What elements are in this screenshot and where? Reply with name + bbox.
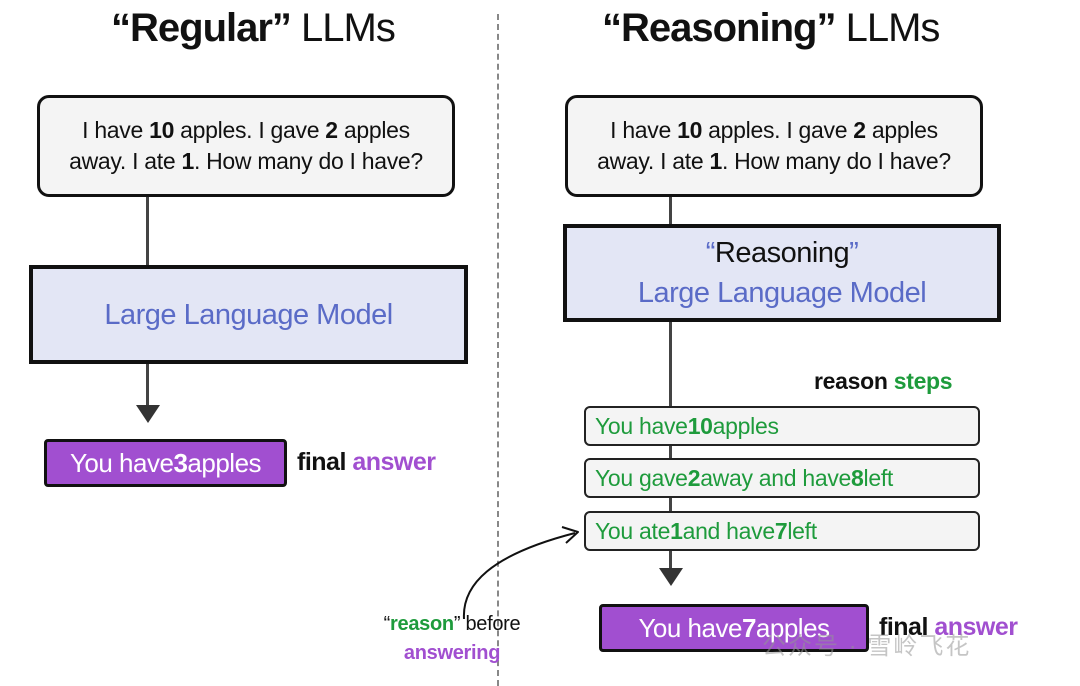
left-title-quoted: “Regular”	[111, 6, 292, 50]
right-arrow-down-icon	[659, 568, 683, 586]
right-model-title: “Reasoning”	[705, 237, 859, 269]
left-question-line-1: I have 10 apples. I gave 2 apples	[82, 117, 410, 143]
watermark: 公众号 · 雪岭飞花	[762, 633, 972, 660]
reason-before-answering-note: “reason” before answering	[352, 610, 552, 668]
reason-step-2: You gave 2 away and have 8 left	[584, 458, 980, 498]
left-connector-1	[146, 197, 149, 266]
note-line-1: “reason” before	[383, 613, 521, 635]
right-connector-1	[669, 197, 672, 226]
curved-arrow-icon	[462, 526, 579, 620]
reason-steps-label: reason steps	[814, 368, 953, 394]
right-title-quoted: “Reasoning”	[602, 6, 836, 50]
center-divider	[497, 14, 499, 686]
reason-step-1: You have 10 apples	[584, 406, 980, 446]
right-title-rest: LLMs	[835, 6, 941, 50]
right-answer-box: You have 7 apples	[599, 604, 869, 652]
left-title: “Regular” LLMs	[111, 6, 396, 51]
reason-step-3: You ate 1 and have 7 left	[584, 511, 980, 551]
note-line-2: answering	[403, 642, 501, 664]
left-question-line-2: away. I ate 1. How many do I have?	[69, 148, 423, 174]
right-question-line-1: I have 10 apples. I gave 2 apples	[610, 117, 938, 143]
left-connector-2	[146, 364, 149, 406]
left-answer-box: You have 3 apples	[44, 439, 287, 487]
left-arrow-down-icon	[136, 405, 160, 423]
right-connector-2	[669, 322, 672, 570]
right-title: “Reasoning” LLMs	[602, 6, 941, 51]
left-final-answer-label: final answer	[297, 448, 436, 476]
left-question-box: I have 10 apples. I gave 2 apples away. …	[37, 95, 455, 197]
left-model-label: Large Language Model	[104, 298, 393, 331]
right-final-answer-label: final answer	[879, 613, 1018, 641]
right-model-box: “Reasoning” Large Language Model	[563, 224, 1001, 322]
right-question-line-2: away. I ate 1. How many do I have?	[597, 148, 951, 174]
left-model-box: Large Language Model	[29, 265, 468, 364]
right-model-label: Large Language Model	[637, 277, 927, 309]
left-title-rest: LLMs	[290, 6, 396, 50]
right-question-box: I have 10 apples. I gave 2 apples away. …	[565, 95, 983, 197]
